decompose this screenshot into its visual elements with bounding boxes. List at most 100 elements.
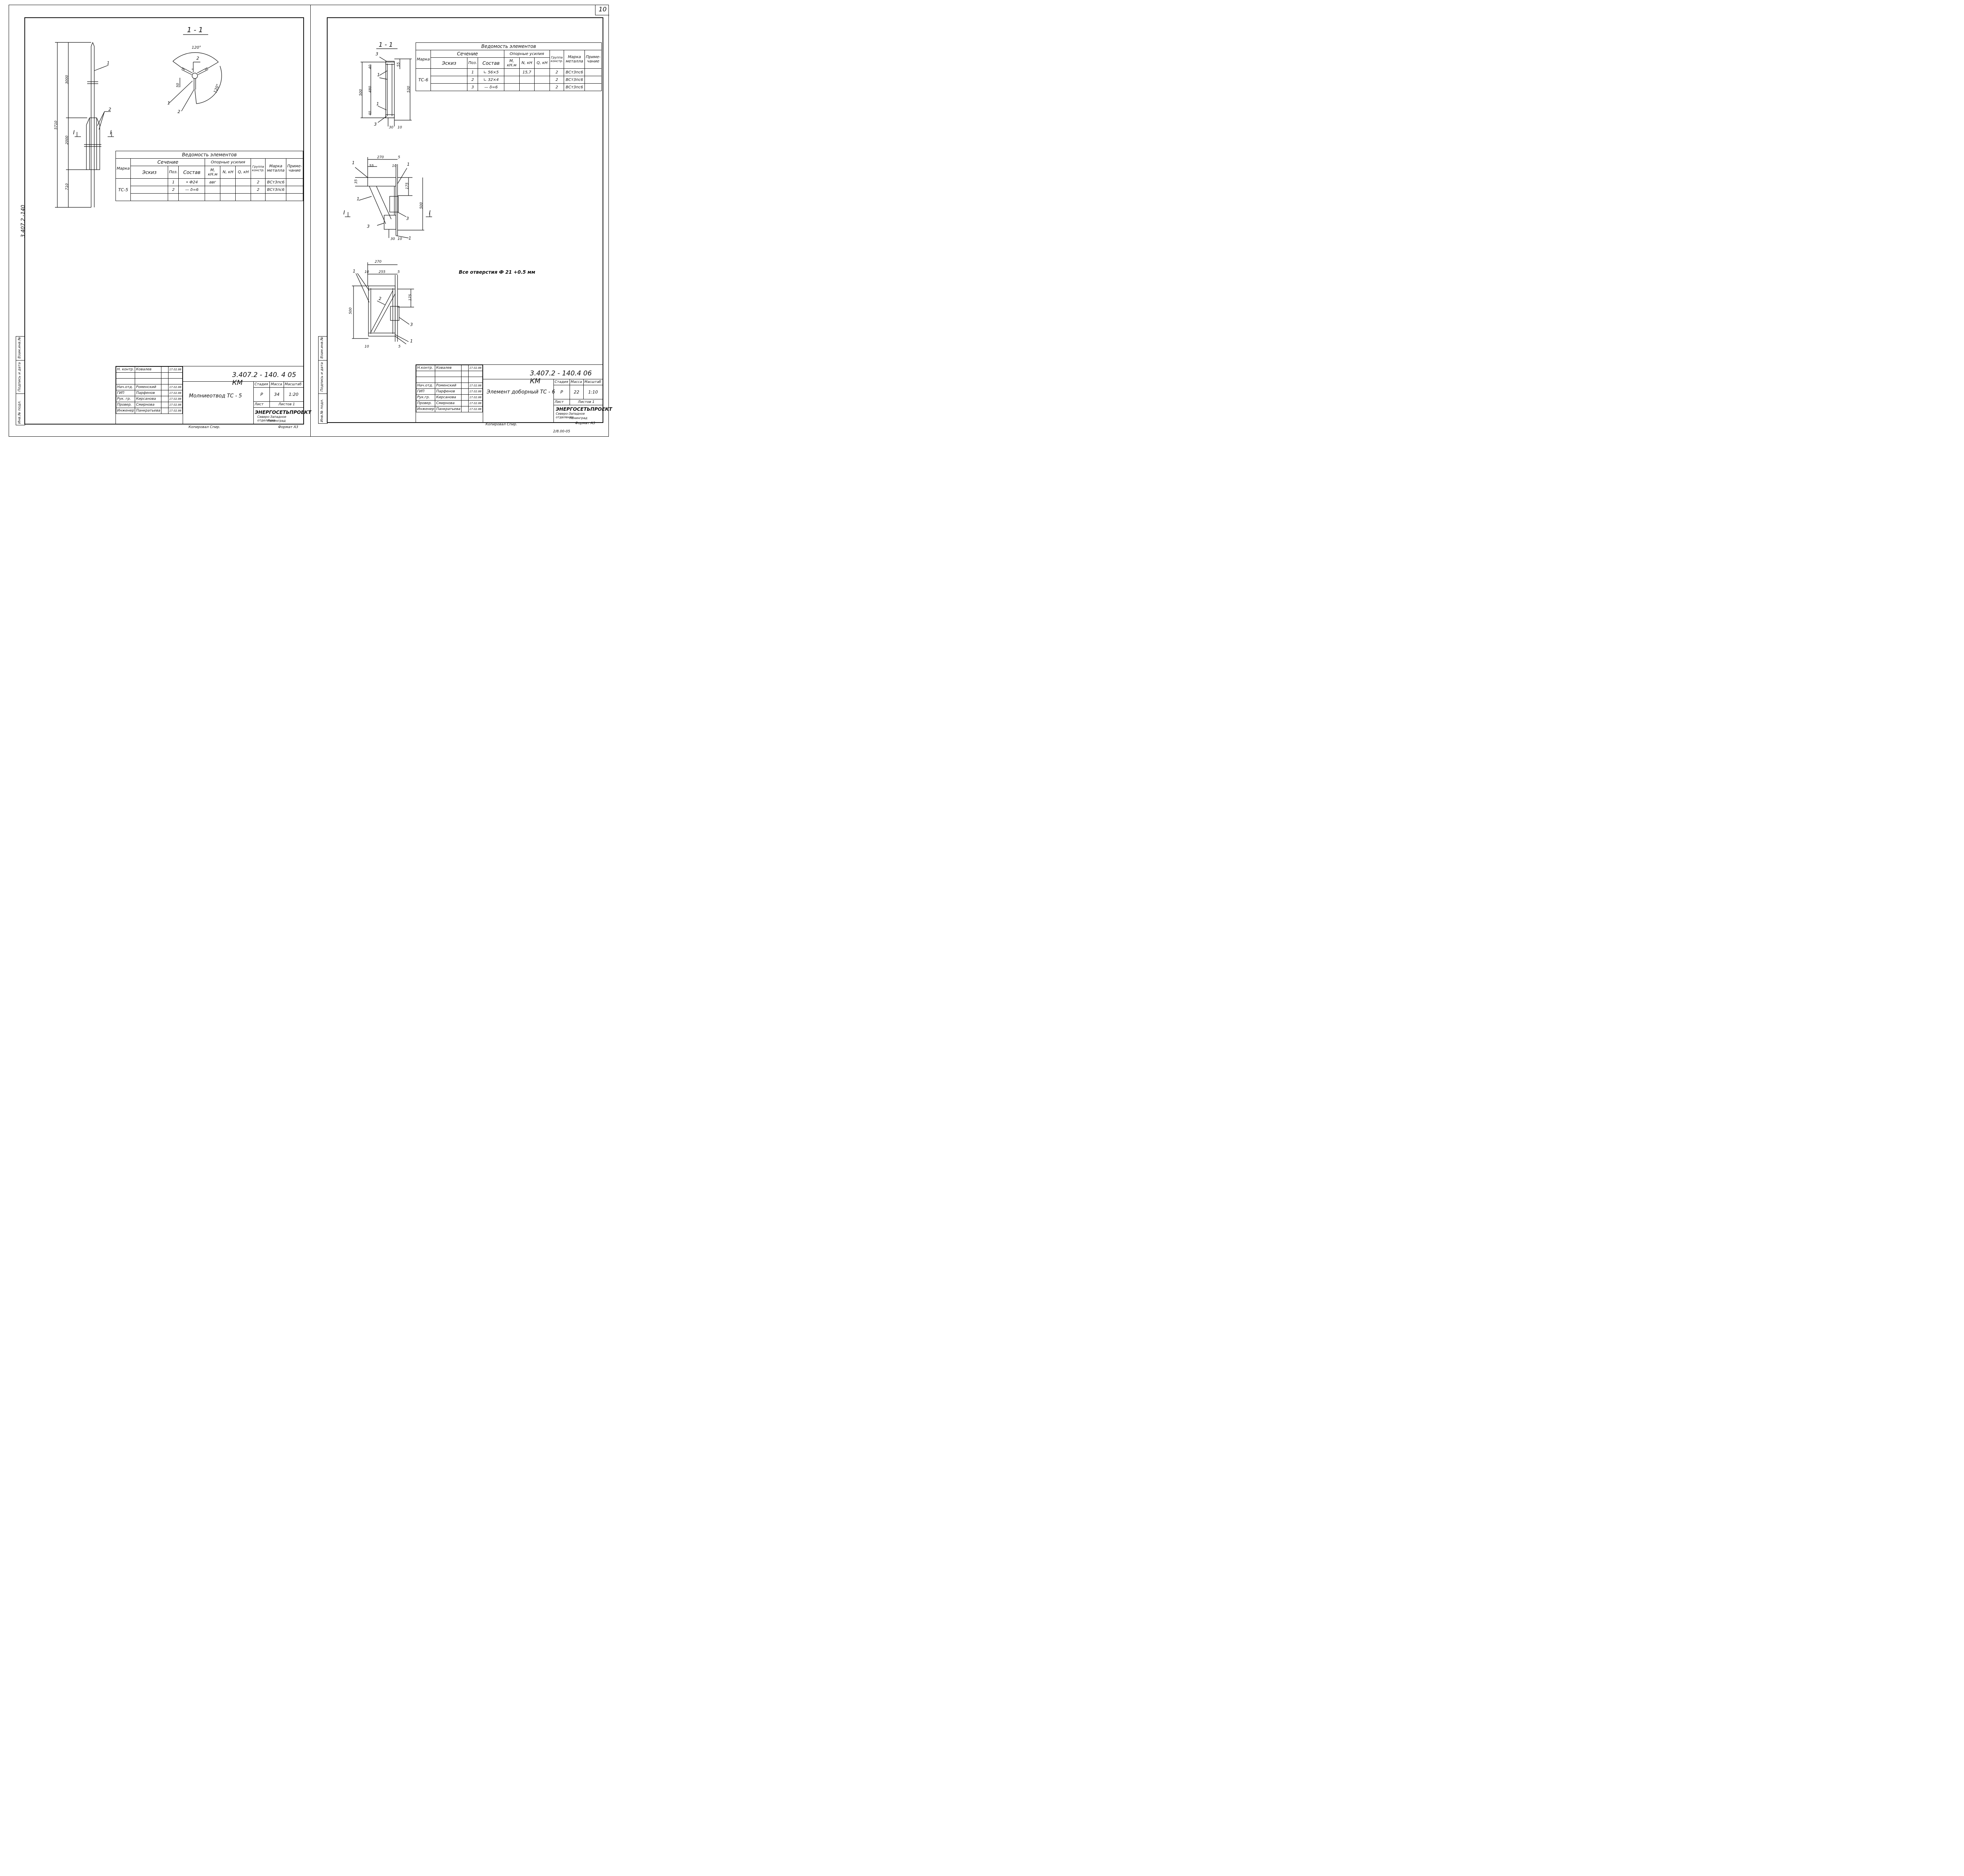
cut-mark-b-left: I bbox=[343, 210, 345, 216]
dim-270-c: 270 bbox=[375, 260, 382, 264]
leader-1-d: 1 bbox=[407, 162, 410, 167]
table-title: Ведомость элементов bbox=[416, 42, 602, 50]
sheet-number: 10 bbox=[599, 5, 607, 13]
sec-dim-50: 50 bbox=[176, 83, 180, 88]
h-section: Сечение bbox=[130, 158, 205, 166]
h-forces: Опорные усилия bbox=[205, 158, 251, 166]
h-sketch: Эскиз bbox=[431, 57, 468, 69]
mark-cell: ТС-6 bbox=[415, 68, 431, 91]
format-left: Формат А3 bbox=[278, 425, 299, 429]
h-mark: Марка bbox=[115, 158, 131, 179]
dim-480-a: 480 bbox=[368, 86, 372, 93]
dim-270-b: 270 bbox=[377, 156, 384, 159]
sheet-number-box bbox=[595, 5, 609, 15]
h-group: Группа констр. bbox=[549, 50, 564, 69]
org-sub-right: Северо-Западное отделение bbox=[556, 412, 585, 419]
dim-10-b2: 10 bbox=[398, 237, 402, 241]
dim-55-b: 55 bbox=[369, 164, 374, 168]
left-side-stamp: Инв.№ подл. Подпись и дата Взам.инв.№ bbox=[16, 336, 25, 425]
table-row: ТС-5 1 • Ф24 авг 2 ВСт3пс6 bbox=[115, 178, 303, 201]
h-pos: Поз. bbox=[467, 57, 478, 69]
mast-leader-1: 1 bbox=[107, 60, 110, 66]
leader-3-e: 3 bbox=[410, 322, 413, 327]
org-left: ЭНЕРГОСЕТЬПРОЕКТ bbox=[255, 410, 311, 415]
dim-10-a: 10 bbox=[398, 126, 402, 130]
dim-3000: 3000 bbox=[65, 75, 69, 84]
org-sub-left: Северо-Западное отделение bbox=[257, 415, 286, 422]
dim-5710: 5710 bbox=[54, 121, 58, 130]
leader-1-f: 1 bbox=[409, 236, 411, 241]
mark-cell: ТС-5 bbox=[115, 178, 131, 201]
doc-name-right: Элемент доборный ТС - 6 bbox=[487, 389, 555, 395]
cut-mark-right: I bbox=[110, 130, 112, 136]
dim-10-c2: 10 bbox=[365, 345, 369, 349]
sec-leader-1: 1 bbox=[167, 101, 170, 106]
cut-mark-left: I bbox=[73, 130, 75, 136]
h-steel: Марка металла bbox=[265, 158, 287, 179]
doc-code-left: 3.407.2 - 140. 4 05 КМ bbox=[232, 371, 296, 387]
copied-right: Копировал Спир. bbox=[486, 423, 517, 426]
h-q: Q, кН bbox=[235, 166, 251, 179]
dim-500-a: 500 bbox=[359, 89, 363, 96]
mast-leader-2: 2 bbox=[108, 107, 111, 112]
h-section: Сечение bbox=[431, 50, 504, 58]
dim-30-b: 30 bbox=[390, 237, 395, 241]
section-title-right: 1 - 1 bbox=[379, 41, 393, 48]
dim-10-c: 10 bbox=[365, 270, 369, 274]
h-m: M, кН.м bbox=[205, 166, 221, 179]
dim-35-b: 35 bbox=[354, 179, 358, 184]
table-row: 3 — δ=6 2 ВСт3пс6 bbox=[416, 83, 602, 91]
sec-leader-2b: 2 bbox=[178, 109, 180, 114]
leader-1-b: 1 bbox=[376, 101, 379, 106]
copied-left: Копировал Спир. bbox=[189, 425, 220, 429]
elements-table-left: Ведомость элементов Марка Сечение Опорны… bbox=[115, 151, 303, 201]
dim-500-c: 500 bbox=[349, 307, 353, 314]
cut-mark-b-right: I bbox=[429, 210, 431, 216]
leader-3-b: 3 bbox=[374, 122, 377, 127]
table-row: 2 ∟ 32×4 2 ВСт3пс6 bbox=[416, 76, 602, 84]
dim-175-c: 175 bbox=[409, 294, 412, 301]
dim-40b: 40 bbox=[368, 111, 372, 115]
table-row: 2 — δ=6 2 ВСт3пс6 bbox=[116, 186, 303, 194]
outer-frame bbox=[9, 5, 609, 437]
h-n: N, кН bbox=[220, 166, 236, 179]
left-sheet-frame bbox=[24, 17, 304, 425]
h-pos: Поз. bbox=[168, 166, 179, 179]
leader-3-d: 3 bbox=[367, 224, 370, 229]
angle-top: 120° bbox=[192, 46, 202, 50]
dim-30-a: 30 bbox=[389, 126, 394, 130]
right-side-stamp: Инв.№ подл. Подпись и дата Взам.инв.№ bbox=[318, 336, 328, 424]
drawing-lines bbox=[55, 34, 432, 344]
dim-710: 710 bbox=[65, 183, 69, 190]
dim-5-b: 5 bbox=[398, 156, 400, 159]
leader-1-a: 1 bbox=[377, 72, 380, 77]
city-right: Ленинград bbox=[569, 416, 588, 420]
h-mark: Марка bbox=[415, 50, 431, 69]
h-note: Приме-чание bbox=[286, 158, 303, 179]
leader-1-g: 1 bbox=[353, 269, 355, 274]
leader-1-e: 1 bbox=[357, 196, 359, 201]
holes-note: Все отверстия Ф 21 +0.5 мм bbox=[459, 269, 535, 275]
h-sketch: Эскиз bbox=[130, 166, 169, 179]
h-comp: Состав bbox=[178, 166, 205, 179]
dim-10-b: 10 bbox=[392, 164, 397, 168]
h-forces: Опорные усилия bbox=[504, 50, 550, 58]
leader-2-c: 2 bbox=[379, 296, 381, 301]
dim-5-c: 5 bbox=[398, 270, 400, 274]
org-right: ЭНЕРГОСЕТЬПРОЕКТ bbox=[556, 406, 612, 412]
h-q: Q, кН bbox=[534, 57, 550, 69]
